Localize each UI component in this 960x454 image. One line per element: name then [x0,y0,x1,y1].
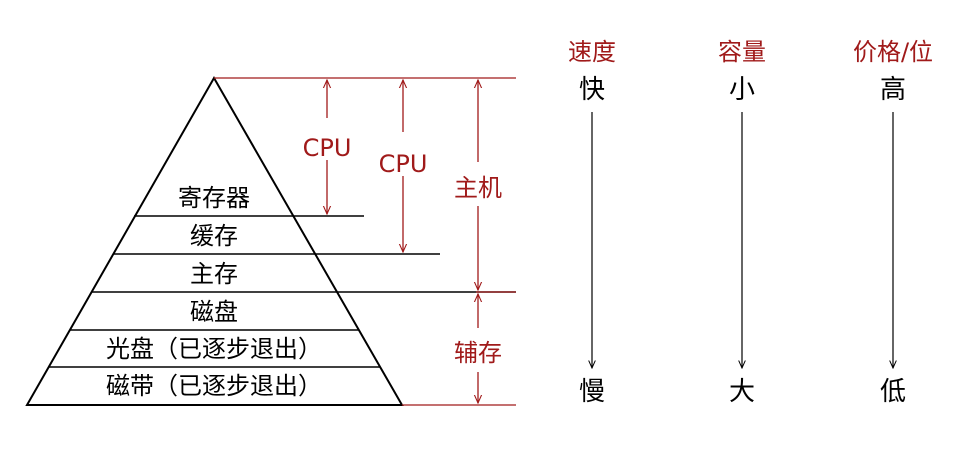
cpu-label-1: CPU [303,134,352,162]
price-per-bit-header: 价格/位 [853,38,933,66]
property-columns: 速度 快 慢 容量 小 大 价格/位 高 低 [568,38,933,407]
pyramid-outline [25,75,404,406]
speed-top-value: 快 [579,75,605,105]
capacity-bottom-value: 大 [729,377,755,407]
aux-label: 辅存 [454,339,502,367]
capacity-header: 容量 [718,38,766,66]
level-main-memory: 主存 [190,260,238,288]
price-top-value: 高 [880,75,906,105]
capacity-top-value: 小 [729,75,755,105]
cpu-label-2: CPU [379,150,428,178]
speed-header: 速度 [568,38,616,66]
range-brackets: CPU CPU 主机 辅存 [214,77,516,406]
host-label: 主机 [454,174,502,202]
speed-bottom-value: 慢 [579,377,605,407]
level-registers: 寄存器 [178,184,250,212]
pyramid: 寄存器 缓存 主存 磁盘 光盘（已逐步退出） 磁带（已逐步退出） [25,75,516,406]
price-bottom-value: 低 [880,377,906,407]
level-tape: 磁带（已逐步退出） [106,372,322,400]
level-optical-disc: 光盘（已逐步退出） [106,335,322,363]
level-cache: 缓存 [190,222,238,250]
level-disk: 磁盘 [190,298,238,326]
